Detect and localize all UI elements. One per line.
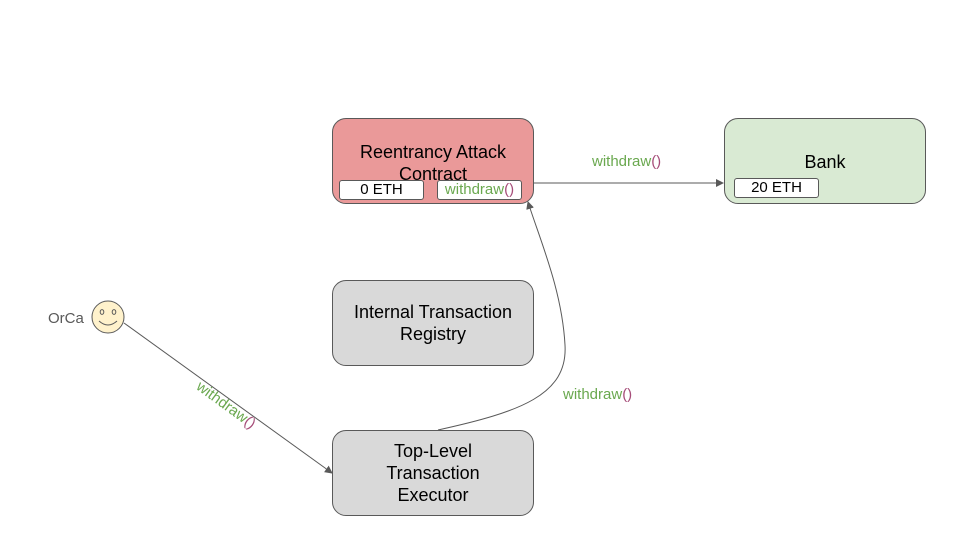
attack-contract-method-paren: () (504, 181, 515, 198)
bank-balance: 20 ETH (734, 178, 819, 198)
edge-label-attack-to-bank-paren: () (651, 153, 662, 170)
edge-label-attack-to-bank: withdraw() (592, 153, 661, 170)
attack-contract-balance: 0 ETH (339, 180, 424, 200)
smiley-face-icon (91, 300, 125, 334)
attack-contract-method[interactable]: withdraw() (437, 180, 522, 200)
edge-label-executor-to-attack-fn: withdraw (563, 386, 623, 403)
bank-node[interactable]: Bank 20 ETH (724, 118, 926, 204)
edge-label-executor-to-attack-paren: () (622, 386, 633, 403)
registry-node[interactable]: Internal Transaction Registry (332, 280, 534, 366)
edge-executor-to-attack (437, 201, 566, 431)
attack-contract-method-name: withdraw (444, 181, 505, 198)
executor-title: Top-Level Transaction Executor (386, 441, 480, 505)
edge-label-attack-to-bank-fn: withdraw (592, 153, 652, 170)
edge-actor-to-executor (123, 322, 333, 474)
bank-title: Bank (804, 152, 846, 172)
attack-contract-title: Reentrancy Attack Contract (359, 142, 507, 184)
executor-node[interactable]: Top-Level Transaction Executor (332, 430, 534, 516)
edge-label-executor-to-attack: withdraw() (563, 386, 632, 403)
registry-title: Internal Transaction Registry (353, 302, 513, 344)
attack-contract-node[interactable]: Reentrancy Attack Contract 0 ETH withdra… (332, 118, 534, 204)
actor-label: OrCa (48, 310, 84, 327)
